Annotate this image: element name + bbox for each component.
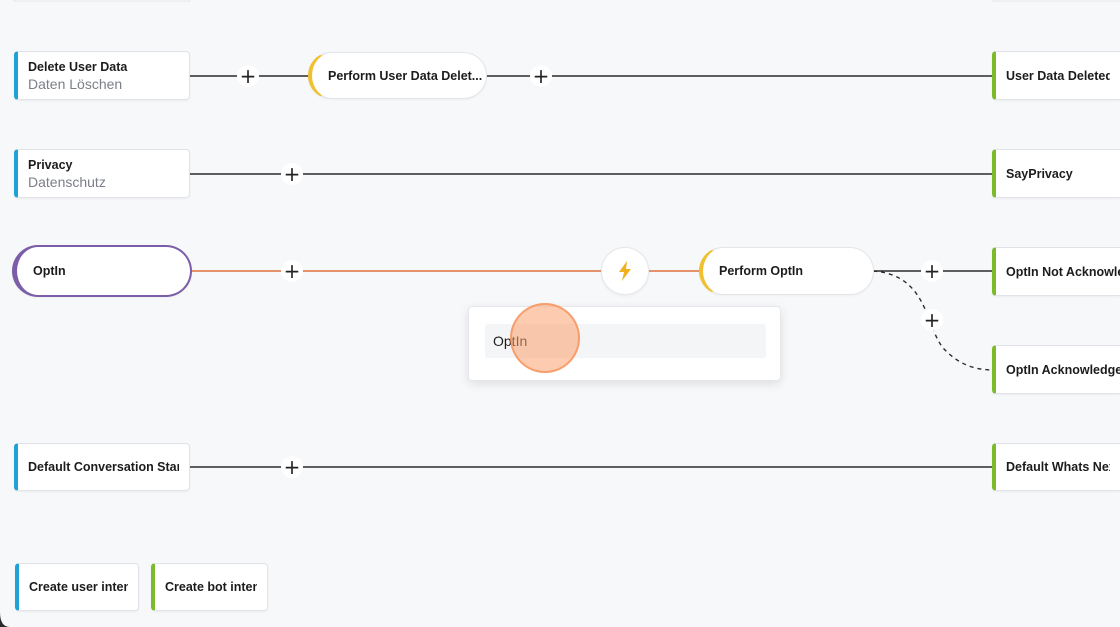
plus-icon: +	[283, 455, 301, 479]
bot-response-optin-not-acknowledged[interactable]: OptIn Not Acknowledged	[992, 247, 1120, 296]
add-step-button[interactable]: +	[921, 309, 943, 331]
add-step-button[interactable]: +	[281, 260, 303, 282]
response-title: User Data Deleted	[1006, 68, 1110, 83]
create-bot-intent-label: Create bot intent	[165, 580, 257, 594]
create-user-intent-button[interactable]: Create user intent	[15, 563, 139, 611]
intent-title: Delete User Data	[28, 59, 128, 74]
bot-response-optin-acknowledged[interactable]: OptIn Acknowledged	[992, 345, 1120, 394]
trigger-intent-input[interactable]	[485, 324, 766, 358]
response-title: OptIn Not Acknowledged	[1006, 264, 1120, 279]
bot-response-sayprivacy[interactable]: SayPrivacy	[992, 149, 1120, 198]
intent-title: OptIn	[33, 264, 66, 278]
user-intent-delete-user-data[interactable]: Delete User Data Daten Löschen	[14, 51, 190, 100]
add-step-button[interactable]: +	[281, 456, 303, 478]
plus-icon: +	[239, 64, 257, 88]
intent-title: Privacy	[28, 157, 73, 172]
intent-title: Default Conversation Start	[28, 460, 179, 474]
action-perform-user-data-delete[interactable]: Perform User Data Delet...	[308, 52, 487, 99]
bot-response-default-whats-next[interactable]: Default Whats Next	[992, 443, 1120, 491]
action-perform-optin[interactable]: Perform OptIn	[699, 247, 874, 295]
response-title: SayPrivacy	[1006, 166, 1073, 181]
plus-icon: +	[283, 162, 301, 186]
user-intent-privacy[interactable]: Privacy Datenschutz	[14, 149, 190, 198]
intent-subtitle: Datenschutz	[28, 173, 106, 190]
bot-response-user-data-deleted[interactable]: User Data Deleted	[992, 51, 1120, 100]
plus-icon: +	[283, 259, 301, 283]
add-step-button[interactable]: +	[237, 65, 259, 87]
plus-icon: +	[532, 64, 550, 88]
action-label: Perform OptIn	[719, 264, 804, 278]
intent-subtitle: Daten Löschen	[28, 75, 123, 92]
plus-icon: +	[923, 259, 941, 283]
create-bot-intent-button[interactable]: Create bot intent	[151, 563, 268, 611]
add-step-button[interactable]: +	[530, 65, 552, 87]
add-step-button[interactable]: +	[281, 163, 303, 185]
add-step-button[interactable]: +	[921, 260, 943, 282]
plus-icon: +	[923, 308, 941, 332]
action-label: Perform User Data Delet...	[328, 68, 483, 83]
response-title: OptIn Acknowledged	[1006, 362, 1120, 377]
response-title: Default Whats Next	[1006, 460, 1110, 474]
user-intent-default-conversation-start[interactable]: Default Conversation Start	[14, 443, 190, 491]
lightning-bolt-icon	[619, 261, 631, 281]
create-user-intent-label: Create user intent	[29, 580, 128, 594]
trigger-popup	[468, 306, 781, 381]
trigger-node[interactable]	[601, 247, 649, 295]
user-intent-optin-selected[interactable]: OptIn	[12, 245, 192, 297]
